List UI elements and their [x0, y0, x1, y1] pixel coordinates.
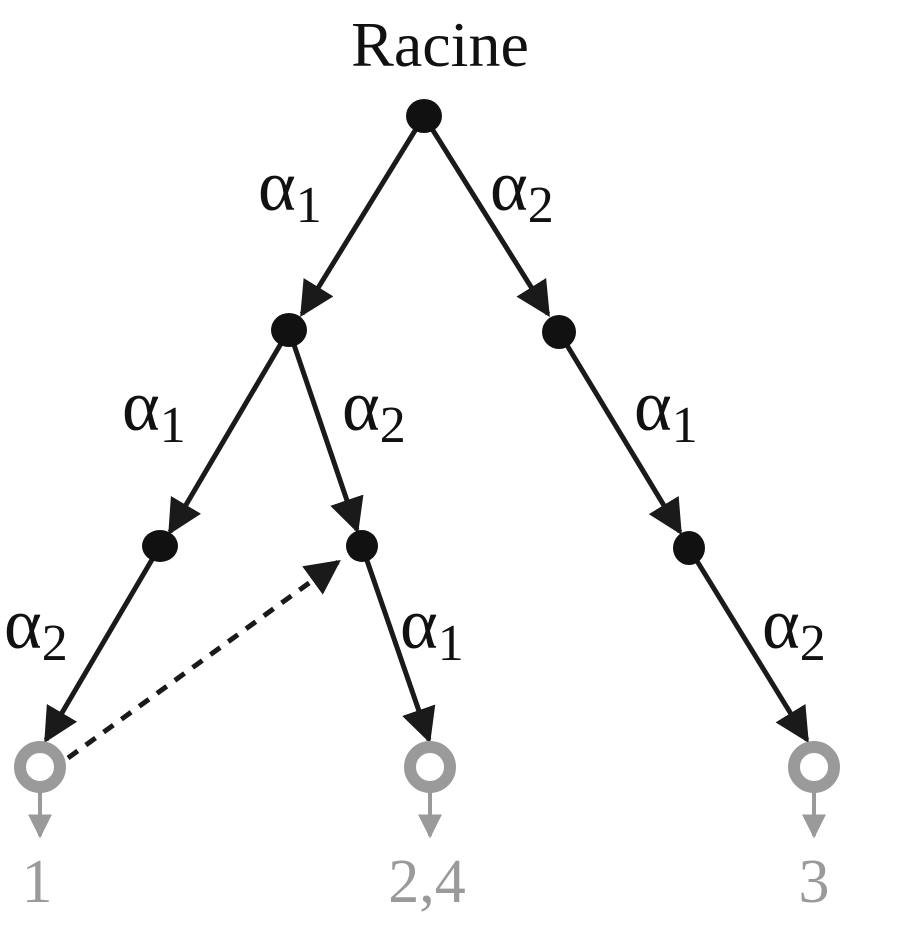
root-title: Racine	[351, 9, 529, 80]
edge-index: 2	[380, 397, 406, 454]
leaf-label-3: 3	[799, 848, 830, 916]
edge-index: 1	[672, 397, 698, 454]
leaf-ring-3	[788, 741, 840, 793]
edge-index: 2	[42, 615, 68, 672]
edge-index: 1	[438, 615, 464, 672]
root-node	[406, 99, 442, 133]
edge-letter: α	[400, 584, 438, 664]
node-e	[673, 531, 705, 565]
node-a	[271, 313, 307, 347]
edge-label-a-d: α2	[342, 366, 406, 454]
edge-letter: α	[258, 146, 296, 226]
edge-index: 1	[160, 397, 186, 454]
leaf-ring-1	[14, 741, 66, 793]
suffix-link-leaf1-to-d	[66, 559, 341, 761]
edge-d-to-leaf24	[359, 545, 436, 744]
edge-a-to-c	[167, 328, 292, 536]
leaf-label-1: 1	[22, 848, 53, 916]
edge-a-to-d	[286, 329, 364, 534]
leaf-24: 2,4	[388, 741, 466, 916]
leaf-label-24: 2,4	[388, 848, 466, 916]
edge-label-d-leaf24: α1	[400, 584, 464, 672]
edge-label-root-a: α1	[258, 146, 322, 234]
edge-index: 2	[800, 615, 826, 672]
edge-e-to-leaf3	[686, 546, 810, 743]
edge-index: 2	[528, 177, 554, 234]
edge-letter: α	[634, 366, 672, 446]
edge-label-root-b: α2	[490, 146, 554, 234]
edge-c-to-leaf1	[43, 544, 163, 744]
edge-root-to-a	[299, 114, 427, 317]
edge-b-to-e	[556, 330, 683, 535]
node-c	[142, 530, 178, 562]
leaf-3: 3	[788, 741, 840, 916]
edge-letter: α	[4, 584, 42, 664]
edge-label-e-leaf3: α2	[762, 584, 826, 672]
edge-root-to-b	[421, 114, 551, 317]
leaf-ring-24	[404, 741, 456, 793]
edge-letter: α	[122, 366, 160, 446]
edge-letter: α	[342, 366, 380, 446]
leaf-1: 1	[14, 741, 66, 916]
edge-label-c-leaf1: α2	[4, 584, 68, 672]
node-d	[346, 530, 378, 562]
edge-label-a-c: α1	[122, 366, 186, 454]
edge-label-b-e: α1	[634, 366, 698, 454]
edge-letter: α	[762, 584, 800, 664]
edge-letter: α	[490, 146, 528, 226]
edge-index: 1	[296, 177, 322, 234]
node-b	[542, 315, 576, 349]
